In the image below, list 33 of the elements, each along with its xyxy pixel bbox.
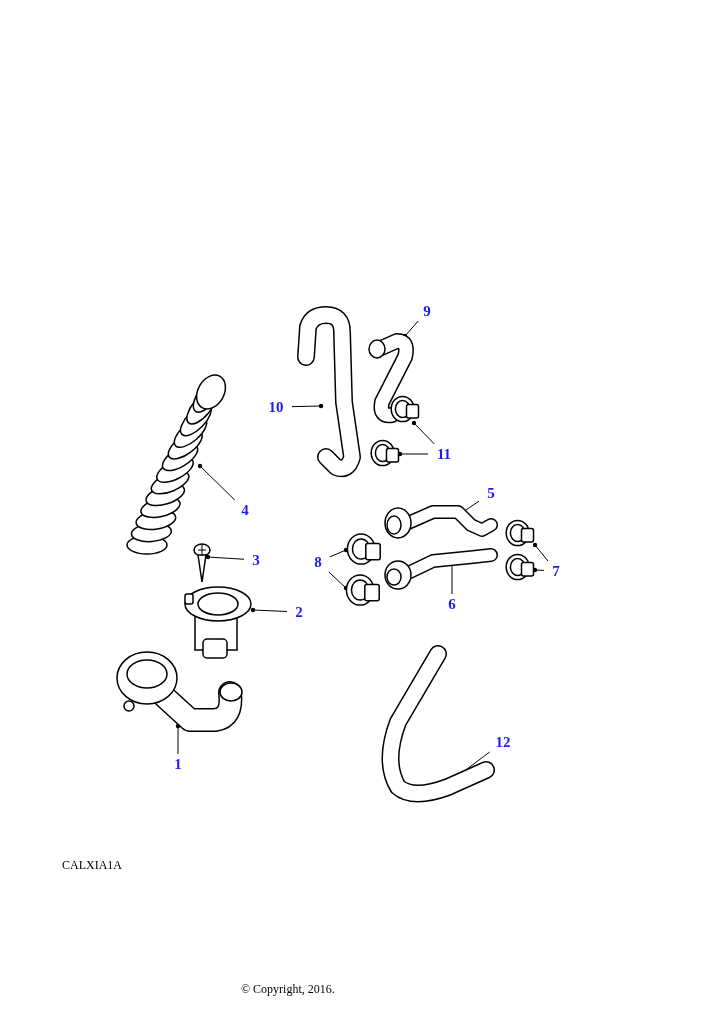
callout-number: 11 xyxy=(430,445,458,463)
callout-number: 10 xyxy=(262,398,290,416)
callout-number: 2 xyxy=(289,603,309,621)
leader-line xyxy=(250,607,288,613)
hose-clamp-drawing xyxy=(370,438,400,468)
leader-line xyxy=(197,463,236,501)
hose-clamp-drawing xyxy=(390,394,420,424)
callout-number: 9 xyxy=(417,302,437,320)
hose-drawing xyxy=(378,642,496,805)
callout-number: 6 xyxy=(442,595,462,613)
callout-number: 3 xyxy=(246,551,266,569)
leader-line xyxy=(175,723,181,755)
leader-line xyxy=(532,542,549,562)
hose-clamp-drawing xyxy=(345,572,381,608)
housing-drawing xyxy=(183,584,253,660)
leader-line xyxy=(329,547,349,558)
callout-number: 7 xyxy=(546,562,566,580)
leader-line xyxy=(205,554,245,560)
callout-number: 8 xyxy=(308,553,328,571)
leader-line xyxy=(397,451,429,457)
callout-number: 5 xyxy=(481,484,501,502)
leader-line xyxy=(291,403,324,409)
screw-drawing xyxy=(193,543,211,583)
callout-number: 4 xyxy=(235,501,255,519)
hose-clamp-drawing xyxy=(346,531,382,567)
hose-clamp-drawing xyxy=(505,518,535,548)
callout-number: 1 xyxy=(168,755,188,773)
hose-clamp-drawing xyxy=(505,552,535,582)
leader-line xyxy=(411,420,435,445)
callout-number: 12 xyxy=(489,733,517,751)
copyright-notice: © Copyright, 2016. xyxy=(241,982,335,997)
leader-line xyxy=(532,567,545,573)
drawing-code: CALXIA1A xyxy=(62,858,122,873)
